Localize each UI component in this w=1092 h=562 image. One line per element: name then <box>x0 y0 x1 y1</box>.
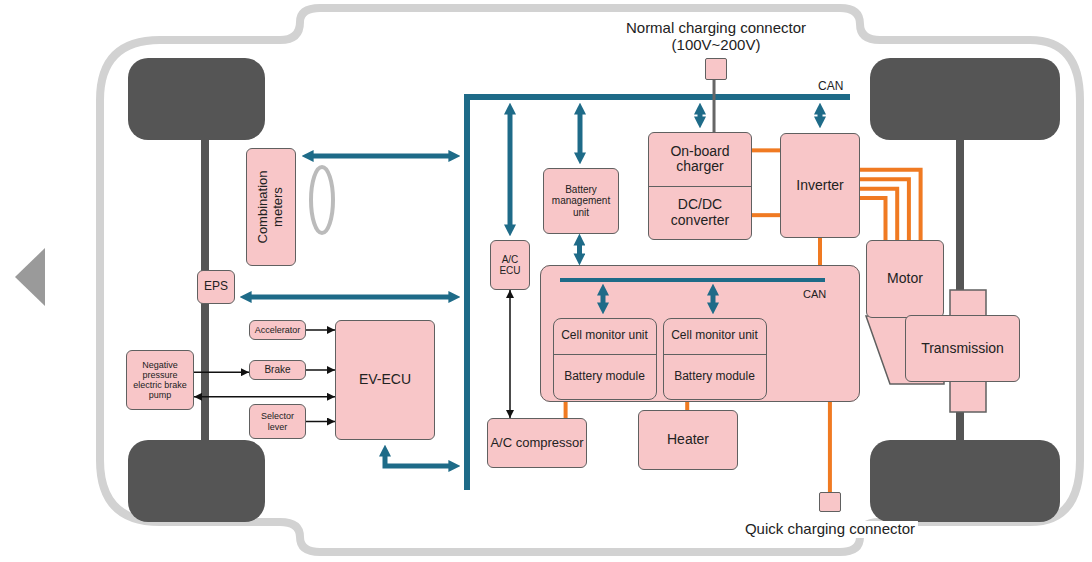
box-label: Combination meters <box>246 152 296 262</box>
charging-connector: Quick charging connector <box>819 492 841 512</box>
box-label: Battery module <box>664 354 766 399</box>
signal-arrow <box>509 290 511 418</box>
box-label: Brake <box>264 364 290 375</box>
can-arrow <box>578 111 583 156</box>
display-unit: Combination meters <box>246 148 296 266</box>
box-label: A/C ECU <box>493 254 527 276</box>
can-arrow <box>577 242 582 257</box>
box-label: On-board charger <box>649 133 751 186</box>
signal-arrow <box>306 421 335 423</box>
battery-pack: CAN Cell monitor unitBattery moduleCell m… <box>540 265 860 402</box>
power-line <box>860 189 897 240</box>
can-arrow <box>248 295 452 300</box>
can-bus <box>560 278 825 282</box>
wheel <box>870 58 1060 140</box>
can-arrow <box>601 292 606 306</box>
box-label: EV-ECU <box>359 372 411 388</box>
car-body-outline <box>100 8 1080 552</box>
can-arrow <box>310 154 452 159</box>
box-label: Inverter <box>796 178 843 194</box>
wheel <box>870 440 1060 522</box>
can-bus <box>464 94 470 490</box>
power-line <box>860 179 909 240</box>
wheel <box>128 440 265 522</box>
input-box: Selector lever <box>249 404 306 439</box>
charger-box: On-board chargerDC/DC converter <box>648 132 752 240</box>
signal-arrow <box>194 371 249 373</box>
motor-box: Motor <box>866 240 944 318</box>
signal-arrow <box>306 369 335 371</box>
signal-arrow <box>306 329 335 331</box>
power-line <box>685 402 689 410</box>
power-line <box>860 170 921 240</box>
battery-pack-fill <box>540 265 860 402</box>
box-label: Transmission <box>921 341 1004 357</box>
heater-box: Heater <box>638 410 738 470</box>
wheel <box>128 58 265 140</box>
box-label: Selector lever <box>252 411 303 431</box>
box-label: Cell monitor unit <box>664 319 766 354</box>
power-line <box>818 238 822 265</box>
input-box: Accelerator <box>249 320 306 340</box>
battery-module-box: Cell monitor unitBattery module <box>553 318 657 400</box>
ecu-box: EPS <box>197 270 235 304</box>
power-line <box>752 148 780 152</box>
box-label: CAN <box>803 288 826 300</box>
power-line <box>564 402 568 418</box>
can-arrow <box>698 111 703 120</box>
power-line <box>752 213 780 217</box>
box-label: Quick charging connector <box>742 521 918 538</box>
can-arrow <box>711 292 716 306</box>
box-label: Normal charging connector (100V~200V) <box>616 19 816 54</box>
can-bus <box>464 94 850 100</box>
box-label: Battery management unit <box>546 184 616 218</box>
charging-connector: Normal charging connector (100V~200V) <box>705 58 727 80</box>
box-label: EPS <box>204 280 228 293</box>
battery-module-box: Cell monitor unitBattery module <box>663 318 767 400</box>
ecu-box: Battery management unit <box>543 168 619 234</box>
compressor-box: A/C compressor <box>487 418 587 468</box>
box-label: A/C compressor <box>490 436 583 451</box>
inverter-box: Inverter <box>780 133 860 238</box>
front-direction-arrow <box>15 248 45 306</box>
box-label: Cell monitor unit <box>554 319 656 354</box>
power-line <box>860 198 886 240</box>
bus-label: CAN <box>818 79 843 93</box>
power-line <box>828 402 832 492</box>
can-arrow <box>818 111 823 120</box>
steering-wheel <box>311 167 333 233</box>
can-arrow <box>508 111 513 228</box>
box-label: Motor <box>887 271 923 287</box>
power-line <box>713 80 716 132</box>
signal-arrow <box>194 396 335 398</box>
box-label: Negative pressure electric brake pump <box>129 360 191 400</box>
ecu-box: A/C ECU <box>490 240 530 290</box>
transmission-box: Transmission <box>905 315 1020 382</box>
box-label: DC/DC converter <box>649 186 751 240</box>
box-label: Heater <box>667 432 709 448</box>
ecu-box: EV-ECU <box>335 320 435 440</box>
box-label: Battery module <box>554 354 656 399</box>
pump-box: Negative pressure electric brake pump <box>126 350 194 410</box>
box-label: Accelerator <box>255 325 301 335</box>
can-arrow <box>385 453 452 466</box>
input-box: Brake <box>249 360 306 380</box>
